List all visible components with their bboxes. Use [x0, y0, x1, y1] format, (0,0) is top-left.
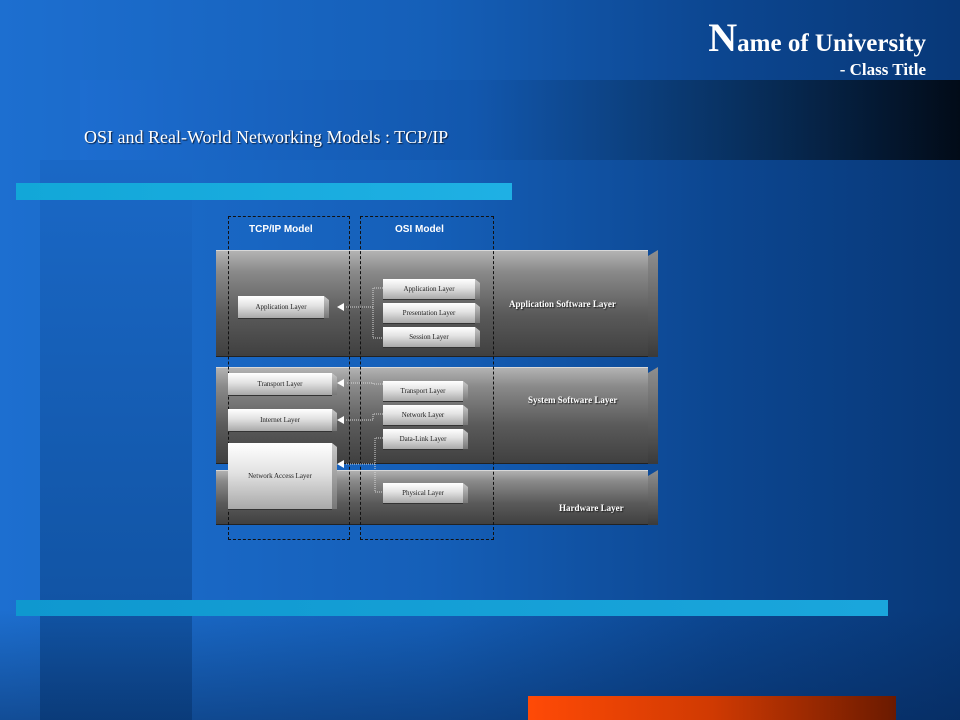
tier-label-system-software: System Software Layer	[528, 395, 618, 405]
osi-network-layer: Network Layer	[383, 405, 463, 425]
osi-presentation-layer-label: Presentation Layer	[402, 309, 456, 317]
osi-application-layer: Application Layer	[383, 279, 475, 299]
class-title: - Class Title	[839, 60, 926, 79]
connector-network	[346, 413, 383, 421]
osi-column-frame	[360, 216, 494, 540]
tcpip-network-access-layer-label: Network Access Layer	[248, 472, 312, 480]
osi-network-layer-label: Network Layer	[401, 411, 445, 419]
university-name-rest: ame of University	[737, 30, 926, 57]
tcpip-internet-layer-label: Internet Layer	[260, 416, 300, 424]
connector-transport	[346, 382, 383, 385]
connector-application-group	[346, 287, 383, 339]
osi-transport-layer: Transport Layer	[383, 381, 463, 401]
slide-title: OSI and Real-World Networking Models : T…	[84, 127, 449, 147]
tcpip-transport-layer: Transport Layer	[228, 373, 332, 395]
osi-session-layer-label: Session Layer	[409, 333, 449, 341]
osi-data-link-layer: Data-Link Layer	[383, 429, 463, 449]
osi-presentation-layer: Presentation Layer	[383, 303, 475, 323]
osi-application-layer-label: Application Layer	[403, 285, 455, 293]
tcpip-transport-layer-label: Transport Layer	[257, 380, 303, 388]
accent-bar-orange	[528, 696, 896, 720]
osi-heading: OSI Model	[395, 224, 444, 235]
tcpip-heading: TCP/IP Model	[249, 224, 313, 235]
osi-session-layer: Session Layer	[383, 327, 475, 347]
arrow-internet	[337, 416, 344, 424]
tcpip-internet-layer: Internet Layer	[228, 409, 332, 431]
university-initial: N	[708, 15, 738, 60]
tcpip-application-layer: Application Layer	[238, 296, 324, 318]
arrow-transport	[337, 379, 344, 387]
arrow-network-access	[337, 460, 344, 468]
arrow-application	[337, 303, 344, 311]
connector-network-access	[346, 437, 383, 493]
accent-bar-top	[16, 183, 512, 200]
tcpip-application-layer-label: Application Layer	[255, 303, 307, 311]
university-name: Name of University	[708, 14, 926, 61]
accent-bar-bottom	[16, 600, 888, 616]
title-band	[80, 80, 960, 160]
osi-physical-layer-label: Physical Layer	[402, 489, 444, 497]
background-left-band	[40, 160, 192, 720]
osi-transport-layer-label: Transport Layer	[400, 387, 446, 395]
tier-label-application-software: Application Software Layer	[509, 299, 616, 309]
tcpip-network-access-layer: Network Access Layer	[228, 443, 332, 509]
osi-data-link-layer-label: Data-Link Layer	[399, 435, 447, 443]
tier-label-hardware: Hardware Layer	[559, 503, 624, 513]
osi-physical-layer: Physical Layer	[383, 483, 463, 503]
